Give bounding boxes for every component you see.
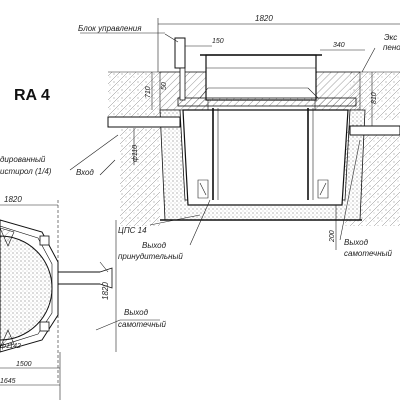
plan-gravity-outlet-2: самотечный — [118, 320, 166, 329]
soil-left — [120, 128, 160, 226]
plan-bracket-top — [39, 235, 50, 246]
plan-diameter-label: ф1142 — [0, 343, 21, 350]
leader-forced — [189, 199, 211, 246]
plan-1645-label: 1645 — [0, 378, 16, 385]
leader-insulation — [69, 134, 119, 171]
leader-gravity — [339, 139, 361, 241]
leader-expl — [361, 47, 376, 73]
control-unit — [174, 37, 186, 69]
tank-neck — [205, 54, 317, 101]
dim-340-label: 340 — [333, 42, 345, 49]
dim-150-label: 150 — [212, 38, 224, 45]
tank-body — [182, 109, 349, 206]
outlet-pipe — [349, 125, 400, 136]
plan-tank-circle — [0, 235, 53, 341]
insulation-label-2: истирол (1/4) — [0, 167, 52, 176]
pipe-diameter-label: ф110 — [132, 145, 139, 162]
gravity-outlet-label-1: Выход — [344, 238, 369, 247]
insulation-label-1: дированный — [0, 155, 46, 164]
plan-gravity-outlet-1: Выход — [124, 308, 149, 317]
stiffener-right — [317, 179, 329, 199]
drawing-title: RA 4 — [14, 87, 50, 104]
plan-1500-label: 1500 — [16, 361, 32, 368]
plan-width-label: 1820 — [4, 195, 22, 204]
inlet-pipe — [107, 116, 181, 128]
dim-50-label: 50 — [161, 82, 168, 90]
dim-width-top-label: 1820 — [255, 14, 273, 23]
plan-bracket-bottom — [39, 321, 50, 332]
leader-control-unit — [164, 33, 179, 43]
mid-plate — [177, 97, 357, 107]
leader-cps — [149, 214, 201, 226]
expl-label-1: Экс — [384, 33, 397, 42]
plan-view: 1820 1820 1500 1645 ф1142 — [0, 195, 160, 400]
stiffener-left — [197, 179, 209, 199]
gravity-outlet-label-2: самотечный — [344, 249, 392, 258]
cps-label: ЦПС 14 — [118, 226, 147, 235]
dim-200-label: 200 — [329, 230, 336, 243]
control-unit-label: Блок управления — [78, 24, 142, 33]
leader-forced-plan — [99, 261, 109, 273]
expl-label-2: пено — [383, 43, 400, 52]
soil-left-top — [108, 72, 160, 120]
forced-outlet-label-1: Выход — [142, 241, 167, 250]
section-view: 1820 150 340 50 710 810 ф110 200 — [69, 14, 400, 250]
inlet-label: Вход — [76, 168, 94, 177]
plan-height-label: 1820 — [101, 282, 110, 300]
forced-outlet-label-2: принудительный — [118, 252, 183, 261]
dim-710-label: 710 — [145, 86, 152, 98]
leader-inlet — [99, 159, 116, 176]
dim-810-label: 810 — [371, 92, 378, 104]
